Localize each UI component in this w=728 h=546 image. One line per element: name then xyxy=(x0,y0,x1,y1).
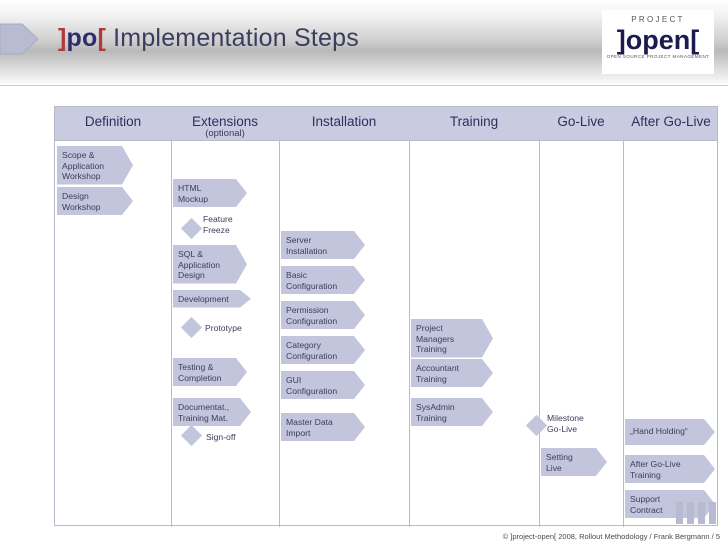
column-divider-1 xyxy=(171,140,172,527)
milestone-feature-freeze-label: Feature Freeze xyxy=(203,214,233,235)
step-sql-application-design[interactable]: SQL & Application Design xyxy=(173,245,247,284)
step-master-data-import[interactable]: Master Data Import xyxy=(281,413,365,441)
step-gui-configuration[interactable]: GUI Configuration xyxy=(281,371,365,399)
column-header-row xyxy=(55,107,717,140)
step-html-mockup[interactable]: HTML Mockup xyxy=(173,179,247,207)
milestone-signoff-icon xyxy=(180,424,203,447)
column-header-golive: Go-Live xyxy=(539,107,623,140)
column-header-training: Training xyxy=(409,107,539,140)
step-scope-application-workshop[interactable]: Scope & Application Workshop xyxy=(57,146,133,185)
milestone-signoff-label: Sign-off xyxy=(206,432,236,442)
footer-copyright: © ]project-open[ 2008, Rollout Methodolo… xyxy=(502,532,720,541)
column-header-after-golive: After Go-Live xyxy=(623,107,719,140)
title-bracket-right: [ xyxy=(97,24,107,52)
column-divider-4 xyxy=(539,140,540,527)
header-divider xyxy=(55,140,717,141)
title-bracket-left: ] xyxy=(58,24,67,52)
column-divider-2 xyxy=(279,140,280,527)
milestone-golive-label: Milestone Go-Live xyxy=(547,413,584,434)
column-header-definition: Definition xyxy=(55,107,171,140)
column-label: Extensions xyxy=(191,114,259,129)
step-development[interactable]: Development xyxy=(173,290,251,308)
logo-main-text: ]open[ xyxy=(616,25,700,55)
step-permission-configuration[interactable]: Permission Configuration xyxy=(281,301,365,329)
page-title: ]po[ Implementation Steps xyxy=(58,24,359,53)
step-design-workshop[interactable]: Design Workshop xyxy=(57,187,133,215)
column-label: Definition xyxy=(84,114,142,129)
step-sysadmin-training[interactable]: SysAdmin Training xyxy=(411,398,493,426)
column-label: After Go-Live xyxy=(631,114,711,129)
step-server-installation[interactable]: Server Installation xyxy=(281,231,365,259)
title-po: po xyxy=(66,24,98,52)
page-header: ]po[ Implementation Steps PROJECT ]open[… xyxy=(0,0,728,86)
logo-sub-text: OPEN SOURCE PROJECT MANAGEMENT xyxy=(606,54,710,59)
column-header-extensions: Extensions (optional) xyxy=(171,107,279,140)
title-rest: Implementation Steps xyxy=(106,24,359,52)
step-testing-completion[interactable]: Testing & Completion xyxy=(173,358,247,386)
column-header-installation: Installation xyxy=(279,107,409,140)
column-label: Go-Live xyxy=(557,114,605,129)
decorative-bars-icon xyxy=(676,502,718,524)
step-project-managers-training[interactable]: Project Managers Training xyxy=(411,319,493,358)
milestone-prototype-icon xyxy=(180,316,203,339)
step-setting-live[interactable]: Setting Live xyxy=(541,448,607,476)
step-documentation-training-material[interactable]: Documentat., Training Mat. xyxy=(173,398,251,426)
step-after-golive-training[interactable]: After Go-Live Training xyxy=(625,455,715,483)
decorative-arrow-icon xyxy=(0,23,39,55)
step-category-configuration[interactable]: Category Configuration xyxy=(281,336,365,364)
step-hand-holding[interactable]: „Hand Holding“ xyxy=(625,419,715,445)
column-sublabel: (optional) xyxy=(205,128,245,139)
project-open-logo: PROJECT ]open[ OPEN SOURCE PROJECT MANAG… xyxy=(602,10,714,74)
column-divider-5 xyxy=(623,140,624,527)
column-divider-3 xyxy=(409,140,410,527)
column-label: Installation xyxy=(311,114,377,129)
milestone-golive-icon xyxy=(525,414,548,437)
milestone-prototype-label: Prototype xyxy=(205,323,242,333)
implementation-steps-chart: Definition Extensions (optional) Install… xyxy=(54,106,719,527)
step-accountant-training[interactable]: Accountant Training xyxy=(411,359,493,387)
column-label: Training xyxy=(449,114,499,129)
step-basic-configuration[interactable]: Basic Configuration xyxy=(281,266,365,294)
milestone-feature-freeze-icon xyxy=(180,217,203,240)
logo-top-text: PROJECT xyxy=(631,15,685,24)
